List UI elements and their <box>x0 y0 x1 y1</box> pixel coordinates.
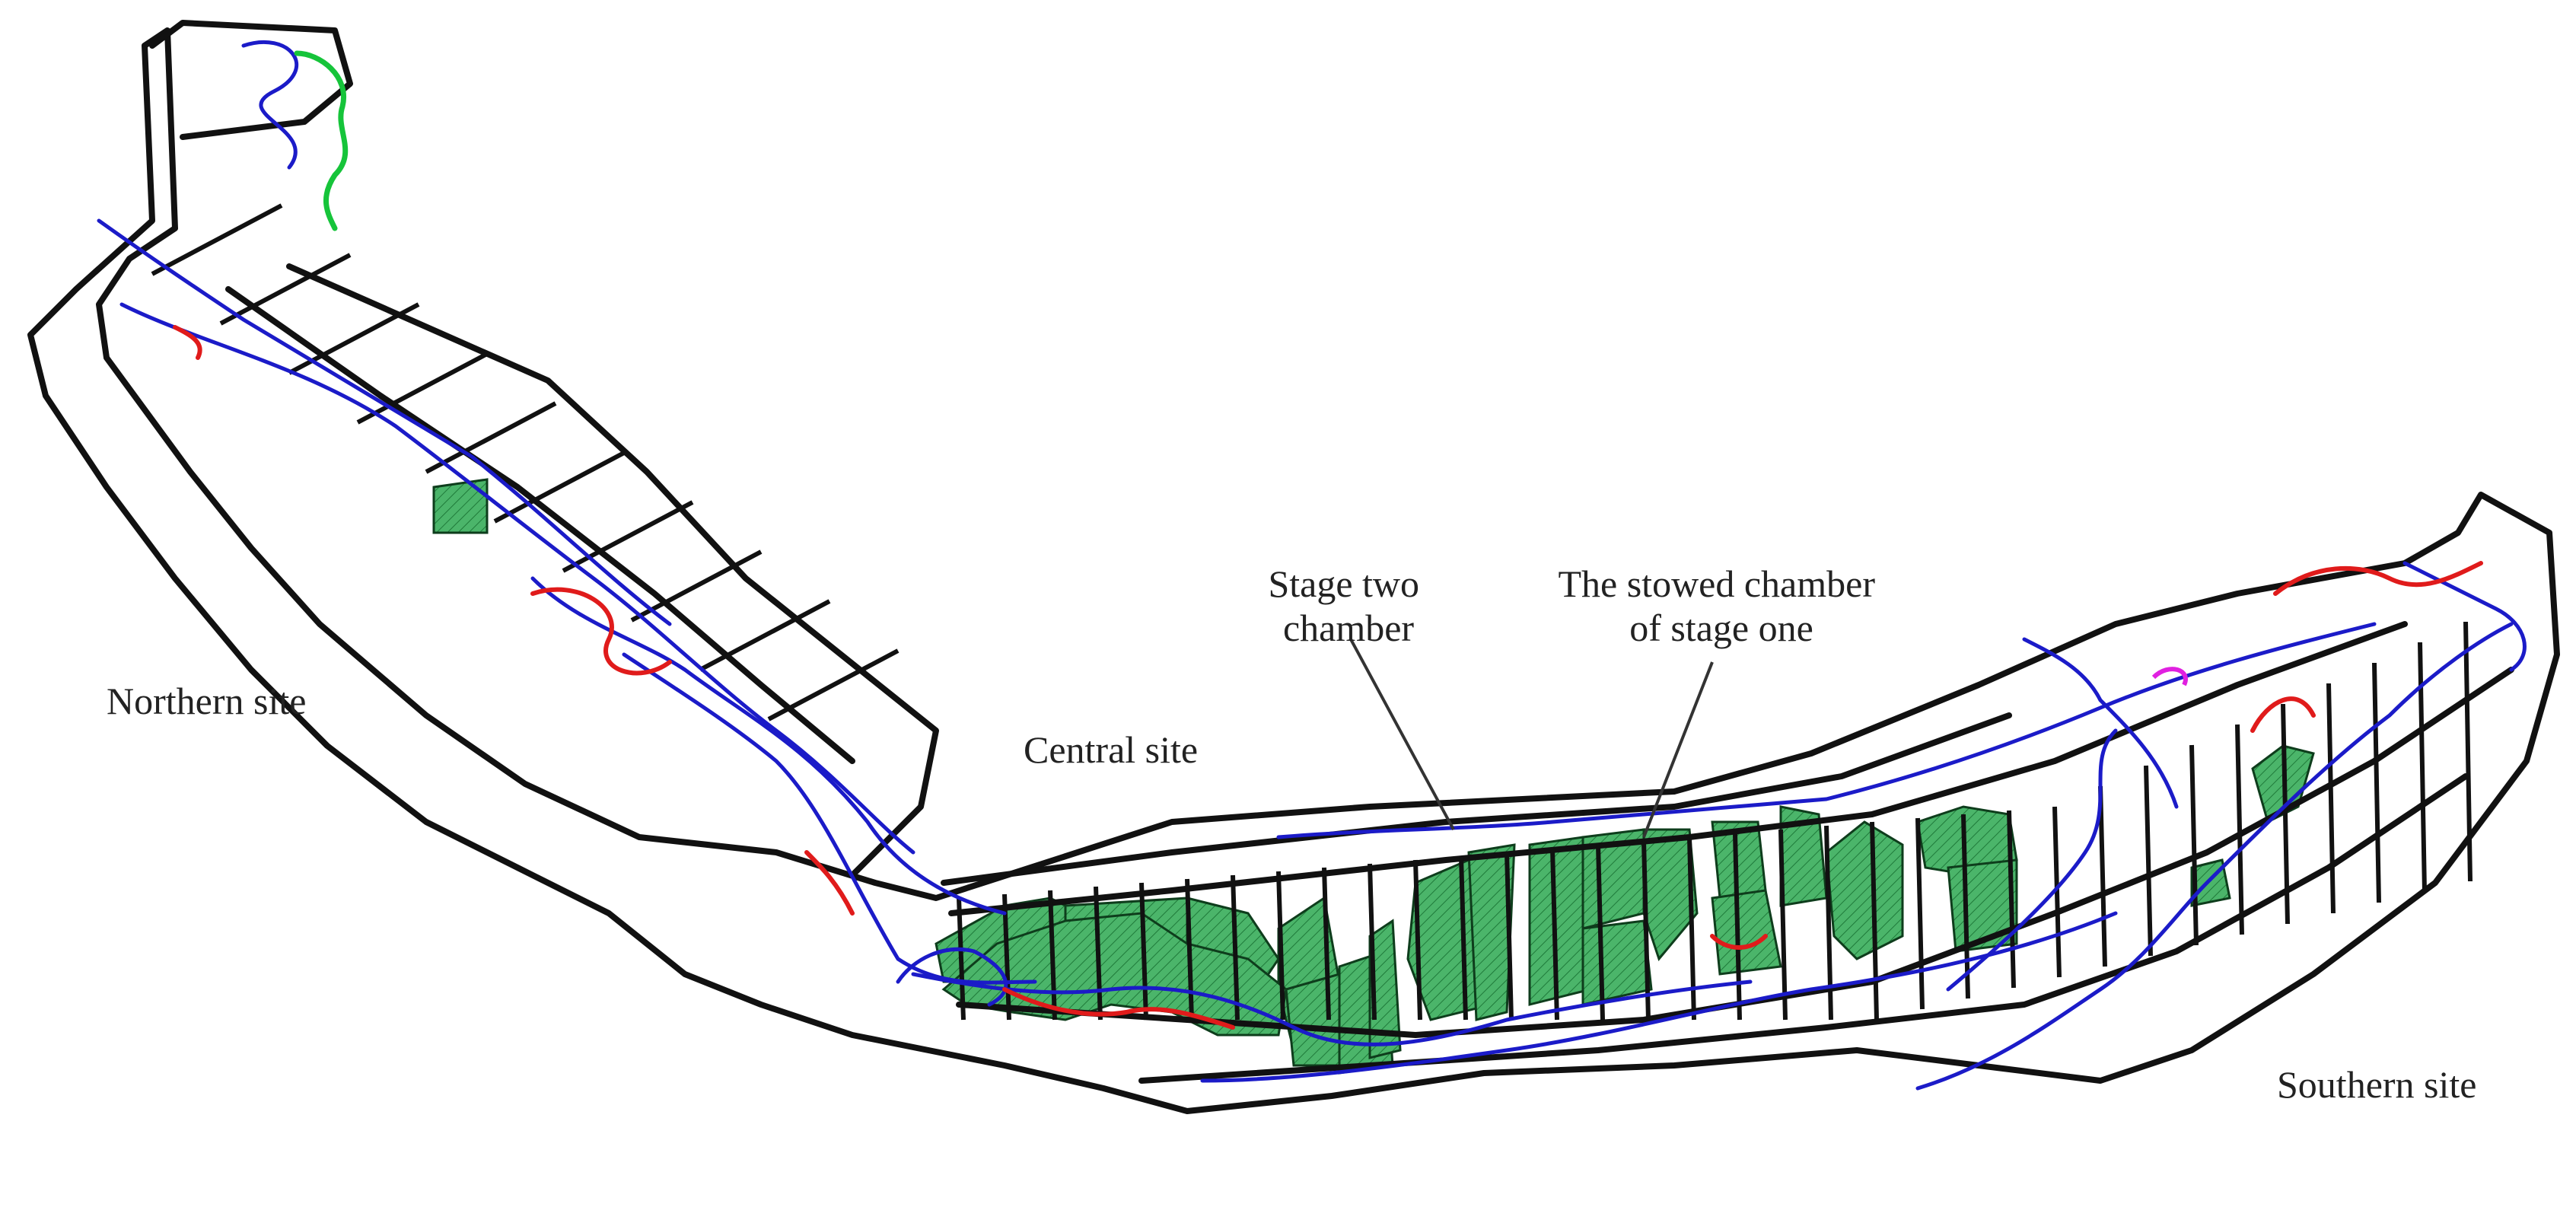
crosscut-tunnel <box>1961 814 1970 999</box>
crosscut-tunnel <box>1276 871 1285 1021</box>
crosscut-tunnel <box>767 648 900 721</box>
crosscut-tunnel <box>2235 724 2244 935</box>
crosscut-tunnel <box>630 549 763 623</box>
tunnel-central-top <box>941 712 2012 886</box>
crosscut-tunnel <box>356 352 489 425</box>
crosscut-tunnel <box>957 897 966 1021</box>
tunnel-north-spine <box>225 286 855 764</box>
crosscut-tunnel <box>2007 810 2016 989</box>
blue-line <box>2022 637 2179 809</box>
stowed-chamber <box>1711 889 1782 976</box>
blue-line <box>2402 561 2527 672</box>
central-site-label: Central site <box>1024 728 1198 771</box>
blue-line <box>1276 622 2377 839</box>
crosscut-tunnel <box>2418 642 2427 893</box>
crosscut-tunnel <box>1231 874 1240 1021</box>
crosscuts <box>151 203 2473 1021</box>
crosscut-tunnel <box>2144 765 2153 957</box>
tunnel-inner-north <box>286 263 939 878</box>
crosscut-tunnel <box>425 401 557 474</box>
crosscut-tunnel <box>288 302 420 375</box>
crosscut-tunnel <box>1002 893 1011 1021</box>
stowed-chamber <box>1467 843 1516 1021</box>
stage-two-leader <box>1349 639 1455 830</box>
blue-line <box>911 972 1753 1046</box>
red-line <box>2250 696 2316 733</box>
crosscut-tunnel <box>2189 744 2199 946</box>
crosscut-tunnel <box>1094 886 1103 1021</box>
crosscut-tunnel <box>151 203 283 276</box>
tunnel-central-mid <box>948 621 2408 916</box>
stowed-chamber-callout: The stowed chamber of stage one <box>1558 562 1884 649</box>
southern-site-label: Southern site <box>2277 1063 2476 1106</box>
stage-two-callout-line1: Stage two <box>1268 562 1419 605</box>
stage-two-callout-line2: chamber <box>1283 607 1414 649</box>
crosscut-tunnel <box>699 599 831 672</box>
crosscut-tunnel <box>1139 882 1148 1021</box>
blue-line <box>119 302 915 855</box>
crosscut-tunnel <box>2372 662 2381 903</box>
stowed-callout-line2: of stage one <box>1629 607 1813 649</box>
red-line <box>1710 934 1768 950</box>
crosscut-tunnel <box>2326 683 2336 914</box>
tunnel-network <box>27 20 2560 1114</box>
blue-line <box>1946 728 2118 992</box>
magenta-line <box>2151 667 2188 686</box>
stowed-chamber <box>1581 919 1653 1006</box>
tunnel-north-top-loop <box>149 20 353 140</box>
stowed-callout-line1: The stowed chamber <box>1558 562 1875 605</box>
crosscut-tunnel <box>1368 863 1377 1021</box>
red-line <box>1002 987 1235 1030</box>
crosscut-tunnel <box>2052 806 2062 978</box>
blue-line <box>241 40 299 170</box>
crosscut-tunnel <box>1550 848 1559 1021</box>
crosscut-tunnel <box>2098 785 2107 967</box>
crosscut-tunnel <box>1413 859 1422 1021</box>
stowed-chamber <box>1368 919 1402 1059</box>
blue-line <box>1915 622 2514 1091</box>
red-line <box>173 325 202 360</box>
red-line <box>2273 561 2483 596</box>
red-line <box>804 850 855 916</box>
crosscut-tunnel <box>1505 852 1514 1021</box>
northern-site-label: Northern site <box>107 680 306 722</box>
stowed-leader <box>1642 661 1714 838</box>
crosscut-tunnel <box>562 500 694 573</box>
crosscut-tunnel <box>1733 833 1742 1021</box>
blue-line <box>1200 911 2118 1083</box>
magenta-survey-lines <box>2151 667 2188 686</box>
crosscut-tunnel <box>1870 821 1879 1021</box>
green-line <box>294 50 349 231</box>
crosscut-tunnel <box>2281 703 2290 925</box>
stage-two-chamber <box>941 912 1288 1037</box>
callout-leaders <box>1349 639 1714 838</box>
stage-two-callout: Stage two chamber <box>1268 562 1428 649</box>
tunnel-outer-north <box>27 27 2560 1114</box>
crosscut-tunnel <box>219 253 352 326</box>
crosscut-tunnel <box>1778 829 1788 1021</box>
crosscut-tunnel <box>1322 867 1331 1021</box>
crosscut-tunnel <box>1185 878 1194 1021</box>
red-survey-lines <box>173 325 2483 1030</box>
green-survey-lines <box>294 50 349 231</box>
stowed-chamber <box>1825 820 1904 960</box>
tunnel-central-bottom <box>956 667 2514 1038</box>
crosscut-tunnel <box>1641 840 1651 1021</box>
crosscut-tunnel <box>1048 890 1057 1021</box>
crosscut-tunnel <box>1459 855 1468 1021</box>
stage-two-chamber <box>432 478 489 534</box>
crosscut-tunnel <box>493 451 626 524</box>
blue-line <box>97 218 672 626</box>
crosscut-tunnel <box>1915 817 1925 1010</box>
stage-two-chamber <box>1285 973 1341 1067</box>
crosscut-tunnel <box>2463 621 2473 882</box>
crosscut-tunnel <box>1596 844 1605 1021</box>
red-line <box>530 587 672 676</box>
